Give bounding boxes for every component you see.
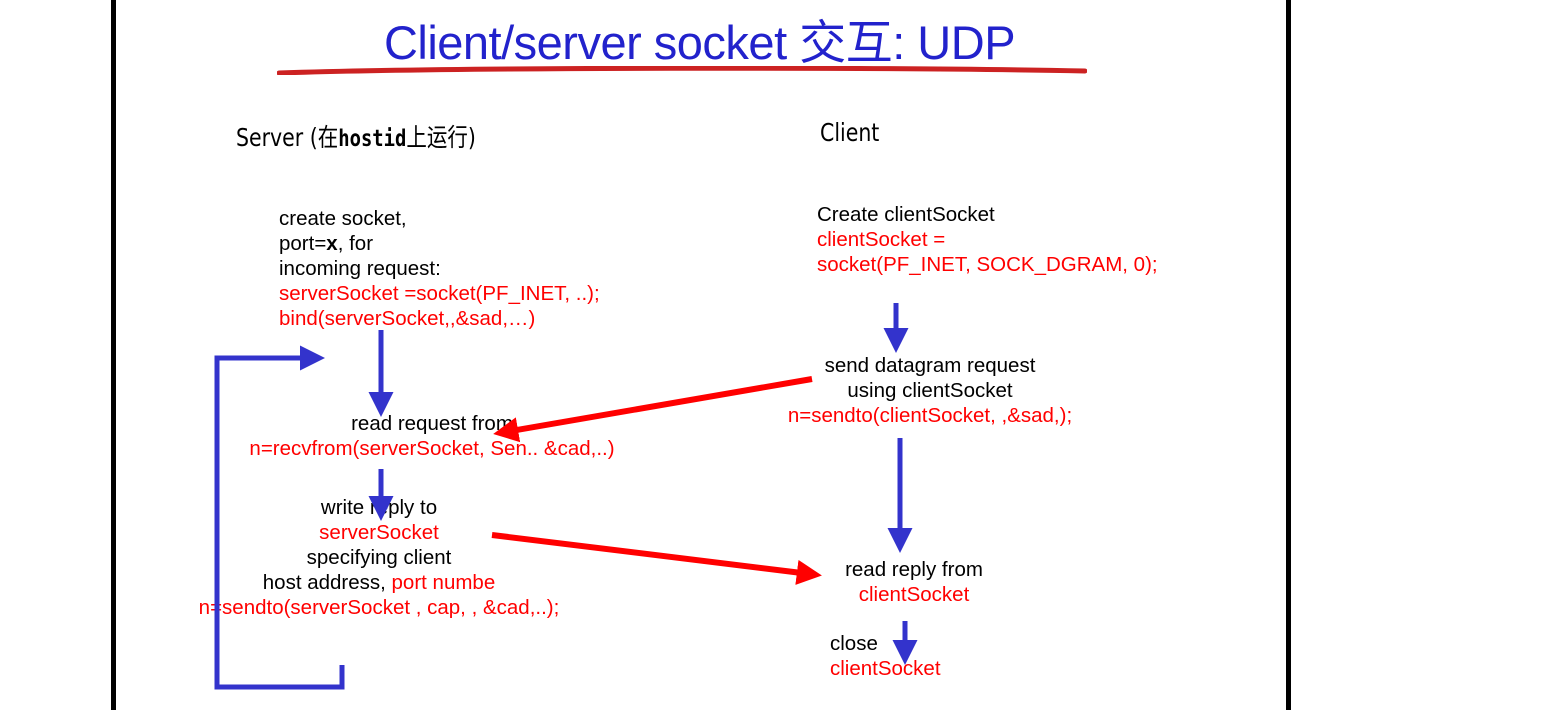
server-step-create-socket: create socket, port=x, for incoming requ…	[279, 206, 600, 331]
server-write-specifying: specifying client	[306, 546, 452, 569]
server-create-port-value: x	[326, 232, 338, 255]
client-step-close-socket: close clientSocket	[830, 631, 941, 681]
server-write-label: write reply to	[320, 496, 438, 519]
server-read-code-recvfrom: n=recvfrom(serverSocket, Sen.. &cad,..)	[249, 437, 615, 460]
server-write-host-line: host address, port numbe	[176, 570, 582, 595]
server-create-code-bind: bind(serverSocket,,&sad,…)	[279, 307, 536, 330]
server-create-port-suffix: , for	[337, 232, 374, 255]
slide-frame-right-border	[1286, 0, 1291, 710]
column-heading-server: Server (在hostid上运行)	[236, 118, 476, 154]
title-underline-decoration	[277, 66, 1087, 75]
client-step-create-socket: Create clientSocket clientSocket = socke…	[817, 202, 1158, 277]
client-step-read-reply: read reply from clientSocket	[831, 557, 997, 607]
server-create-port-label: port=	[279, 232, 327, 255]
server-write-port-number: port numbe	[391, 571, 496, 594]
client-create-code-assign: clientSocket =	[817, 228, 946, 251]
client-close-socket-name: clientSocket	[830, 657, 941, 680]
server-heading-suffix: 上运行)	[406, 123, 476, 152]
server-write-socket-name: serverSocket	[319, 521, 439, 544]
server-heading-prefix: Server (在	[236, 123, 339, 152]
server-step-write-reply: write reply to serverSocket specifying c…	[176, 495, 582, 620]
client-send-label-2: using clientSocket	[847, 379, 1013, 402]
client-create-label: Create clientSocket	[817, 203, 995, 226]
page-title: Client/server socket 交互: UDP	[383, 16, 1016, 69]
client-send-label-1: send datagram request	[824, 354, 1036, 377]
client-read-label: read reply from	[845, 558, 983, 581]
server-create-line-1: create socket,	[279, 207, 407, 230]
client-send-code-sendto: n=sendto(clientSocket, ,&sad,);	[787, 404, 1073, 427]
server-step-read-request: read request from n=recvfrom(serverSocke…	[230, 411, 634, 461]
client-close-label: close	[830, 632, 878, 655]
server-write-host-address: host address,	[262, 571, 392, 594]
server-read-label: read request from	[351, 412, 513, 435]
server-heading-hostid: hostid	[338, 126, 407, 152]
client-step-send-datagram: send datagram request using clientSocket…	[768, 353, 1092, 428]
server-write-code-sendto: n=sendto(serverSocket , cap, , &cad,..);	[198, 596, 560, 619]
server-create-line-3: incoming request:	[279, 257, 441, 280]
server-create-line-2: port=x, for	[279, 231, 600, 256]
client-read-socket-name: clientSocket	[858, 583, 970, 606]
slide-frame-left-border	[111, 0, 116, 710]
column-heading-client: Client	[820, 118, 880, 147]
server-create-code-socket: serverSocket =socket(PF_INET, ..);	[279, 282, 600, 305]
client-create-code-socket: socket(PF_INET, SOCK_DGRAM, 0);	[817, 253, 1158, 276]
